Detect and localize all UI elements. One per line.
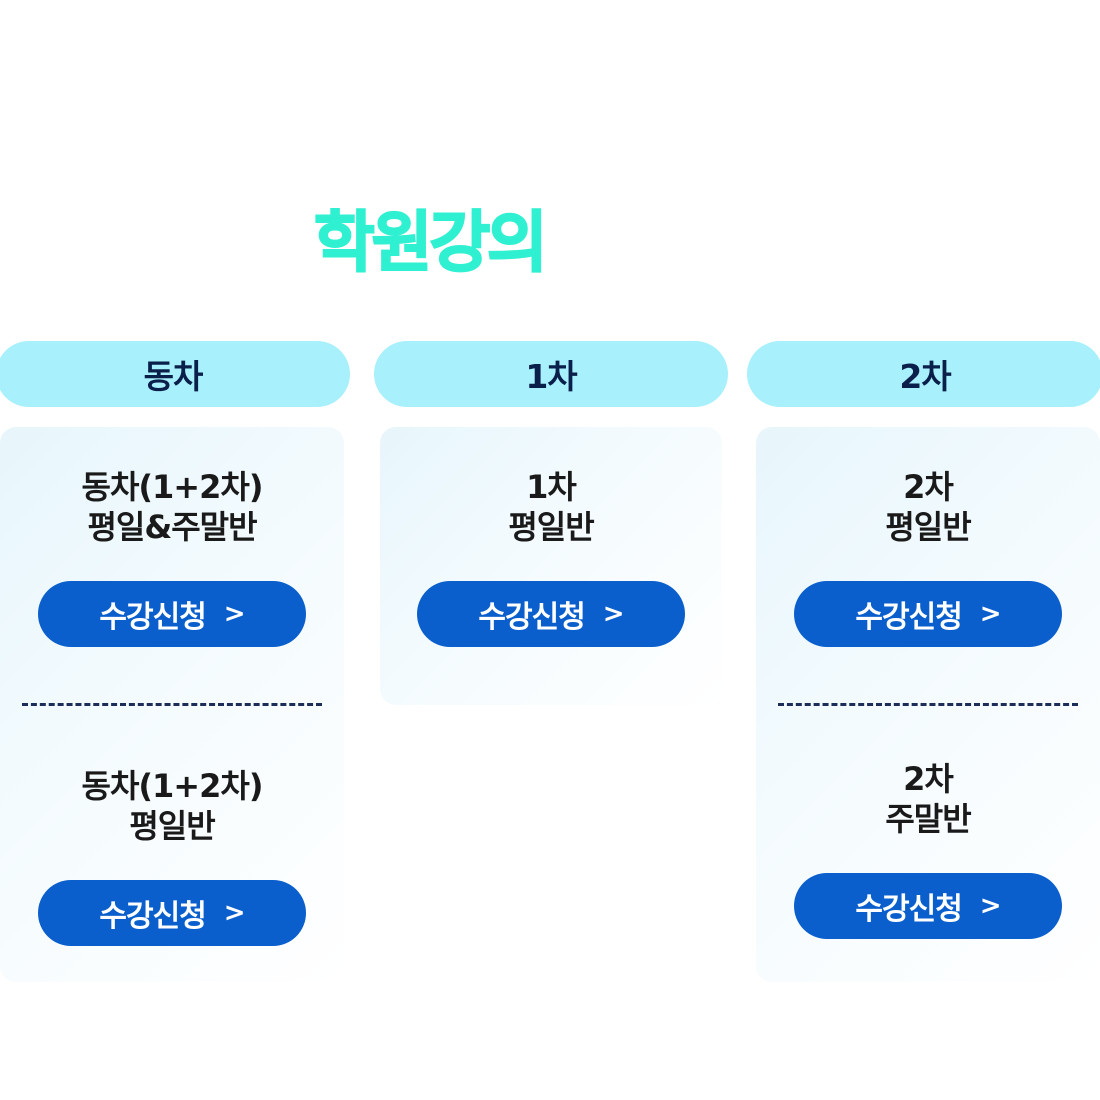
dashed-divider	[22, 703, 322, 706]
course-title: 2차 주말반	[885, 759, 971, 839]
apply-button-label: 수강신청	[855, 600, 962, 635]
apply-button-label: 수강신청	[855, 892, 962, 927]
apply-button[interactable]: 수강신청 >	[417, 581, 685, 647]
apply-button[interactable]: 수강신청 >	[794, 581, 1062, 647]
tab-first[interactable]: 1차	[374, 341, 728, 407]
apply-button[interactable]: 수강신청 >	[794, 873, 1062, 939]
course-card-dongcha: 동차(1+2차) 평일&주말반 수강신청 > 동차(1+2차) 평일반 수강신청…	[0, 427, 344, 982]
chevron-right-icon: >	[979, 599, 1002, 629]
apply-button[interactable]: 수강신청 >	[38, 581, 306, 647]
course-title-line: 평일반	[885, 508, 971, 546]
course-title-line: 평일&주말반	[87, 508, 257, 546]
course-title-line: 2차	[903, 760, 954, 798]
chevron-right-icon: >	[223, 898, 246, 928]
course-title-line: 평일반	[508, 508, 594, 546]
course-section: 2차 주말반 수강신청 >	[756, 759, 1100, 939]
course-card-first: 1차 평일반 수강신청 >	[380, 427, 722, 705]
apply-button-label: 수강신청	[99, 600, 206, 635]
apply-button-label: 수강신청	[478, 600, 585, 635]
course-section: 동차(1+2차) 평일&주말반 수강신청 >	[0, 467, 344, 647]
course-title-line: 평일반	[129, 807, 215, 845]
course-section: 1차 평일반 수강신청 >	[380, 467, 722, 647]
course-title: 동차(1+2차) 평일&주말반	[81, 467, 264, 547]
course-title-line: 1차	[526, 468, 577, 506]
chevron-right-icon: >	[979, 891, 1002, 921]
course-title-line: 2차	[903, 468, 954, 506]
course-title-line: 동차(1+2차)	[81, 468, 264, 506]
course-title-line: 주말반	[885, 800, 971, 838]
course-title: 동차(1+2차) 평일반	[81, 766, 264, 846]
dashed-divider	[778, 703, 1078, 706]
course-section: 2차 평일반 수강신청 >	[756, 467, 1100, 647]
chevron-right-icon: >	[602, 599, 625, 629]
apply-button-label: 수강신청	[99, 899, 206, 934]
apply-button[interactable]: 수강신청 >	[38, 880, 306, 946]
course-title: 2차 평일반	[885, 467, 971, 547]
course-title: 1차 평일반	[508, 467, 594, 547]
page-title: 학원강의	[313, 203, 549, 282]
course-card-second: 2차 평일반 수강신청 > 2차 주말반 수강신청 >	[756, 427, 1100, 982]
course-section: 동차(1+2차) 평일반 수강신청 >	[0, 766, 344, 946]
tab-dongcha[interactable]: 동차	[0, 341, 350, 407]
tab-second[interactable]: 2차	[747, 341, 1100, 407]
course-title-line: 동차(1+2차)	[81, 767, 264, 805]
chevron-right-icon: >	[223, 599, 246, 629]
